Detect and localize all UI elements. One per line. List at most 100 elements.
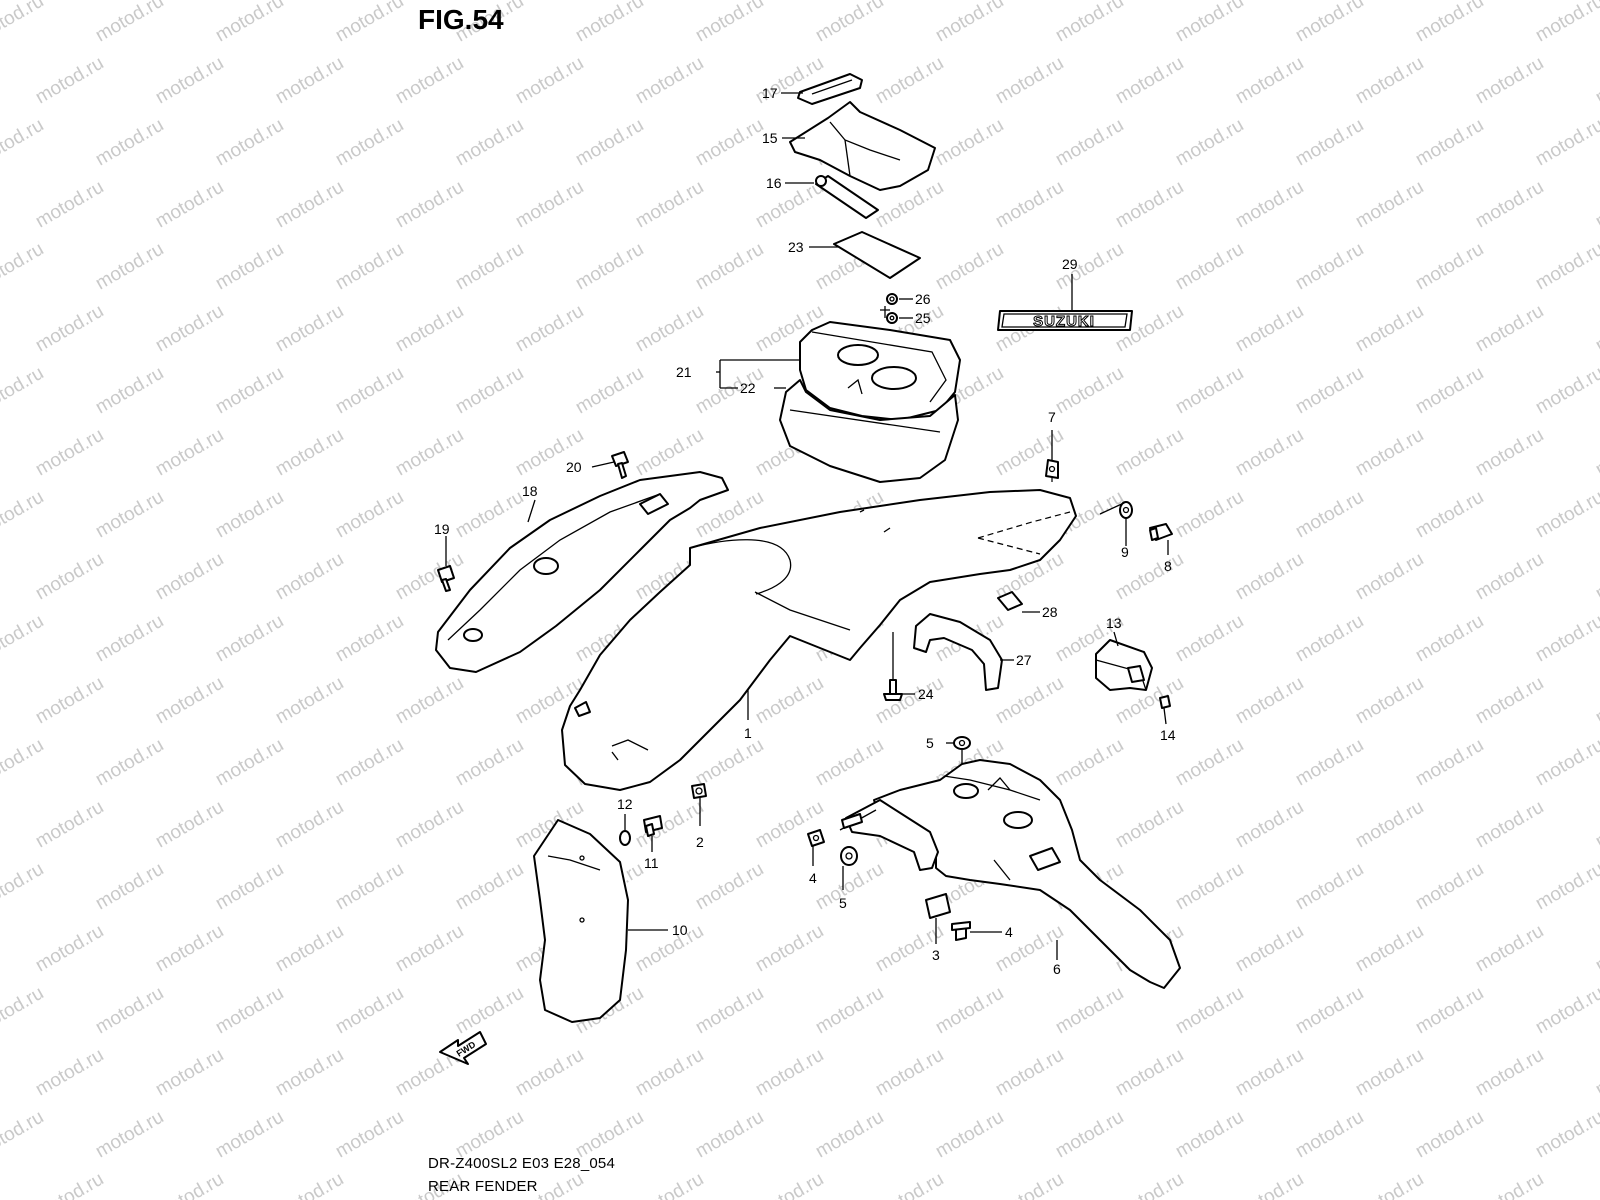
watermark-text: motod.ru [512, 301, 587, 357]
watermark-text: motod.ru [0, 983, 47, 1039]
watermark-text: motod.ru [1412, 0, 1487, 46]
watermark-text: motod.ru [1472, 425, 1547, 481]
watermark-text: motod.ru [92, 115, 167, 171]
watermark-text: motod.ru [872, 1169, 947, 1200]
watermark-text: motod.ru [1052, 1107, 1127, 1163]
watermark-text: motod.ru [0, 115, 47, 171]
part-22-tool-case [779, 379, 959, 483]
watermark-text: motod.ru [572, 363, 647, 419]
watermark-text: motod.ru [1412, 115, 1487, 171]
watermark-text: motod.ru [1232, 301, 1307, 357]
part-5-collar-lower [840, 846, 858, 866]
watermark-text: motod.ru [812, 983, 887, 1039]
watermark-text: motod.ru [0, 239, 47, 295]
watermark-text: motod.ru [1412, 239, 1487, 295]
watermark-text: motod.ru [0, 363, 47, 419]
watermark-text: motod.ru [1232, 673, 1307, 729]
callout-13: 13 [1106, 615, 1122, 631]
watermark-text: motod.ru [212, 239, 287, 295]
emblem-text: SUZUKI [1033, 313, 1095, 330]
watermark-text: motod.ru [272, 1169, 347, 1200]
watermark-text: motod.ru [152, 301, 227, 357]
part-4-bolt-lower [951, 921, 971, 941]
watermark-text: motod.ru [1292, 363, 1367, 419]
callout-20: 20 [566, 459, 582, 475]
watermark-text: motod.ru [1412, 1107, 1487, 1163]
watermark-text: motod.ru [572, 0, 647, 46]
watermark-text: motod.ru [1412, 363, 1487, 419]
watermark-text: motod.ru [692, 363, 767, 419]
watermark-text: motod.ru [332, 487, 407, 543]
watermark-text: motod.ru [812, 735, 887, 791]
watermark-text: motod.ru [1592, 1169, 1600, 1200]
watermark-text: motod.ru [272, 1045, 347, 1101]
watermark-text: motod.ru [1232, 797, 1307, 853]
watermark-text: motod.ru [32, 177, 107, 233]
watermark-text: motod.ru [1592, 425, 1600, 481]
watermark-text: motod.ru [932, 1107, 1007, 1163]
watermark-text: motod.ru [92, 239, 167, 295]
callout-7: 7 [1048, 409, 1056, 425]
callout-19: 19 [434, 521, 450, 537]
watermark-text: motod.ru [1592, 53, 1600, 109]
watermark-text: motod.ru [1352, 921, 1427, 977]
part-24-bolt [883, 679, 903, 701]
callout-25: 25 [915, 310, 931, 326]
watermark-text: motod.ru [152, 549, 227, 605]
watermark-text: motod.ru [572, 239, 647, 295]
callout-5-lower: 5 [839, 895, 847, 911]
watermark-text: motod.ru [212, 859, 287, 915]
watermark-text: motod.ru [752, 673, 827, 729]
watermark-text: motod.ru [932, 239, 1007, 295]
watermark-text: motod.ru [1112, 797, 1187, 853]
watermark-text: motod.ru [1592, 797, 1600, 853]
watermark-text: motod.ru [692, 735, 767, 791]
watermark-text: motod.ru [1292, 983, 1367, 1039]
watermark-text: motod.ru [692, 115, 767, 171]
watermark-text: motod.ru [392, 301, 467, 357]
watermark-text: motod.ru [32, 1045, 107, 1101]
part-18-side-cover [435, 471, 729, 673]
watermark-text: motod.ru [512, 1045, 587, 1101]
watermark-text: motod.ru [632, 177, 707, 233]
watermark-text: motod.ru [1472, 53, 1547, 109]
watermark-text: motod.ru [812, 859, 887, 915]
watermark-text: motod.ru [32, 53, 107, 109]
callout-labels: 17 15 16 23 26 25 21 22 29 7 20 18 19 9 … [434, 85, 1176, 977]
watermark-text: motod.ru [812, 1107, 887, 1163]
watermark-text: motod.ru [752, 1169, 827, 1200]
callout-11: 11 [644, 855, 659, 871]
callout-4-lower: 4 [1005, 924, 1013, 940]
watermark-text: motod.ru [1412, 487, 1487, 543]
watermark-text: motod.ru [1412, 859, 1487, 915]
watermark-text: motod.ru [332, 363, 407, 419]
watermark-text: motod.ru [1232, 1169, 1307, 1200]
watermark-text: motod.ru [1292, 1107, 1367, 1163]
watermark-text: motod.ru [1292, 735, 1367, 791]
watermark-text: motod.ru [1172, 1107, 1247, 1163]
watermark-text: motod.ru [0, 859, 47, 915]
watermark-text: motod.ru [1172, 859, 1247, 915]
watermark-text: motod.ru [332, 983, 407, 1039]
watermark-text: motod.ru [1352, 425, 1427, 481]
watermark-text: motod.ru [152, 177, 227, 233]
watermark-text: motod.ru [1172, 363, 1247, 419]
callout-24: 24 [918, 686, 934, 702]
watermark-text: motod.ru [992, 1045, 1067, 1101]
watermark-text: motod.ru [32, 301, 107, 357]
callout-12: 12 [617, 796, 633, 812]
watermark-text: motod.ru [152, 673, 227, 729]
watermark-text: motod.ru [1112, 425, 1187, 481]
watermark-text: motod.ru [1532, 487, 1600, 543]
watermark-text: motod.ru [812, 0, 887, 46]
watermark-text: motod.ru [1592, 301, 1600, 357]
watermark-text: motod.ru [1232, 425, 1307, 481]
watermark-text: motod.ru [1352, 549, 1427, 605]
watermark-text: motod.ru [1172, 115, 1247, 171]
watermark-text: motod.ru [1052, 363, 1127, 419]
part-8-bolt [1149, 523, 1173, 541]
watermark-text: motod.ru [1352, 177, 1427, 233]
watermark-text: motod.ru [272, 921, 347, 977]
figure-name: REAR FENDER [428, 1178, 538, 1195]
callout-28: 28 [1042, 604, 1058, 620]
